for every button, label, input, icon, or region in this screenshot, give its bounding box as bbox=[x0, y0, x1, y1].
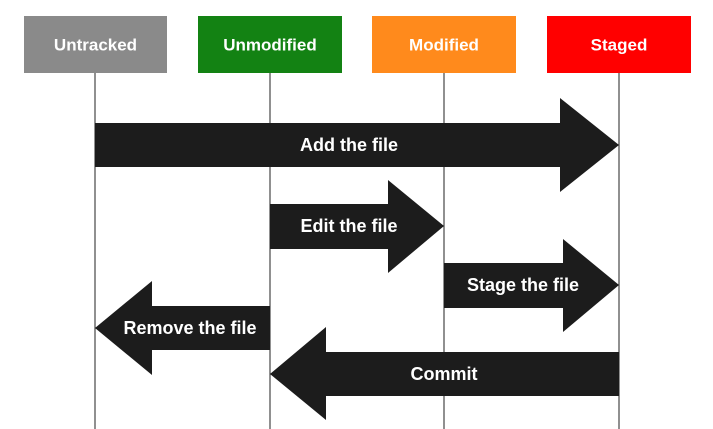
arrow-commit: Commit bbox=[270, 327, 619, 420]
state-label-unmodified: Unmodified bbox=[223, 36, 317, 55]
state-untracked: Untracked bbox=[24, 16, 167, 73]
arrow-remove-label: Remove the file bbox=[123, 318, 256, 338]
state-box-modified bbox=[372, 16, 516, 73]
state-label-untracked: Untracked bbox=[54, 36, 137, 55]
state-unmodified: Unmodified bbox=[198, 16, 342, 73]
arrow-stage-shape bbox=[444, 239, 619, 332]
arrow-add-the-file: Add the file bbox=[95, 98, 619, 192]
arrow-edit-the-file: Edit the file bbox=[270, 180, 444, 273]
state-box-staged bbox=[547, 16, 691, 73]
state-label-modified: Modified bbox=[409, 36, 479, 55]
arrow-commit-shape bbox=[270, 327, 619, 420]
arrow-add-label: Add the file bbox=[300, 135, 398, 155]
arrow-remove-the-file: Remove the file bbox=[95, 281, 270, 375]
arrow-stage-the-file: Stage the file bbox=[444, 239, 619, 332]
arrow-edit-shape bbox=[270, 180, 444, 273]
arrow-add-shape bbox=[95, 98, 619, 192]
state-box-unmodified bbox=[198, 16, 342, 73]
arrow-stage-label: Stage the file bbox=[467, 275, 579, 295]
arrow-edit-label: Edit the file bbox=[300, 216, 397, 236]
arrow-remove-shape bbox=[95, 281, 270, 375]
state-label-staged: Staged bbox=[591, 36, 648, 55]
state-staged: Staged bbox=[547, 16, 691, 73]
arrow-commit-label: Commit bbox=[411, 364, 478, 384]
state-modified: Modified bbox=[372, 16, 516, 73]
state-box-untracked bbox=[24, 16, 167, 73]
